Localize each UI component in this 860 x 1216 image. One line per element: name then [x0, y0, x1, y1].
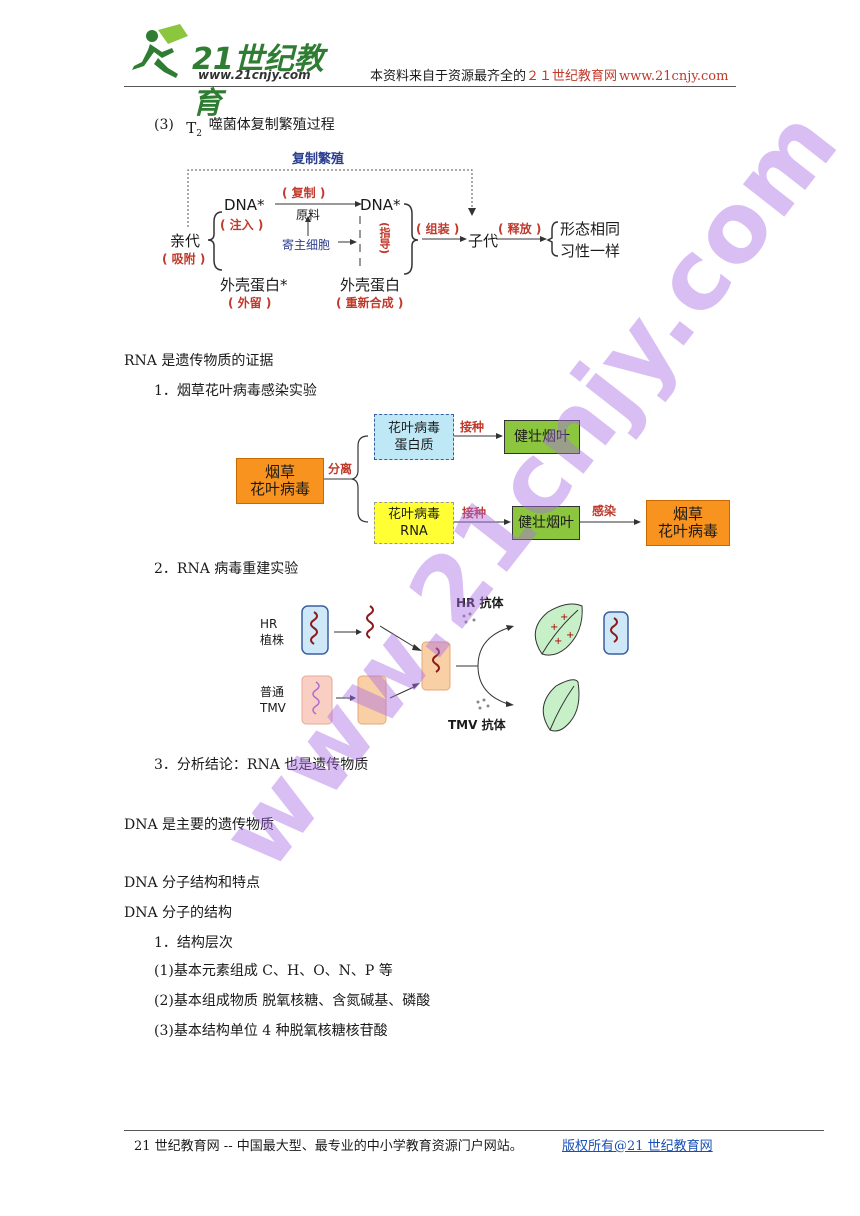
exp2-title: 2．RNA 病毒重建实验: [154, 561, 299, 577]
rna-evidence-title: RNA 是遗传物质的证据: [124, 353, 274, 369]
level-item-1: (1)基本元素组成 C、H、O、N、P 等: [154, 963, 393, 979]
tagline-url: www.21cnjy.com: [619, 69, 729, 84]
tmv-antibody-label: TMV 抗体: [448, 718, 506, 732]
exp2-graphics: ++++: [301, 603, 629, 732]
tmv-infection-diagram: 烟草 花叶病毒 分离 花叶病毒 蛋白质 接种 健壮烟叶 花叶病毒 RNA 接种 …: [236, 412, 736, 552]
rna-reconstruction-diagram: ++++ HR 植株 普通 TMV HR 抗体 TMV 抗体: [256, 590, 646, 740]
dna-structure-subtitle: DNA 分子的结构: [124, 905, 233, 921]
inoculate-label-2: 接种: [462, 506, 487, 520]
t2-diagram-lines: [187, 169, 559, 275]
same-form-label: 形态相同: [560, 220, 621, 238]
footer-copyright-link[interactable]: 版权所有@21 世纪教育网: [562, 1139, 713, 1154]
release-label: ( 释放 ): [498, 222, 542, 236]
tmv-source-box: 烟草 花叶病毒: [236, 458, 324, 504]
coat-protein-1-label: 外壳蛋白*: [220, 276, 288, 294]
protein-box: 花叶病毒 蛋白质: [374, 414, 454, 460]
exp1-title: 1．烟草花叶病毒感染实验: [154, 383, 317, 399]
infect-label: 感染: [592, 504, 617, 518]
t2-title: 噬菌体复制繁殖过程: [208, 117, 335, 133]
footer-divider: [124, 1130, 824, 1131]
logo-url: www.21cnjy.com: [198, 68, 311, 82]
healthy-leaf-box-1: 健壮烟叶: [504, 420, 580, 454]
resynth-label: ( 重新合成 ): [336, 296, 404, 310]
exp1-lines: [322, 433, 641, 525]
header-divider: [124, 86, 736, 87]
hr-plant-label: HR 植株: [260, 617, 285, 647]
inject-label: ( 注入 ): [220, 218, 264, 232]
svg-text:+: +: [566, 630, 574, 641]
guide-label: (指导): [378, 222, 391, 255]
level-item-3: (3)基本结构单位 4 种脱氧核糖核苷酸: [154, 1023, 388, 1039]
rna-box: 花叶病毒 RNA: [374, 502, 454, 544]
coat-protein-2-label: 外壳蛋白: [340, 276, 401, 294]
stay-label: ( 外留 ): [228, 296, 272, 310]
svg-text:+: +: [554, 636, 562, 647]
t2-replication-diagram: 复制繁殖 亲代 ( 吸附 ) DNA* ( 注入 ) ( 复制 ) 原料 寄主细…: [160, 142, 640, 322]
separate-label: 分离: [328, 462, 353, 476]
dna-structure-title: DNA 分子结构和特点: [124, 875, 261, 891]
footer-left: 21 世纪教育网 -- 中国最大型、最专业的中小学教育资源门户网站。: [134, 1139, 523, 1154]
tmv-label: 普通 TMV: [260, 685, 286, 715]
parent-label: 亲代: [170, 232, 201, 250]
replicate-label: ( 复制 ): [282, 186, 326, 200]
same-habit-label: 习性一样: [560, 242, 621, 260]
assemble-label: ( 组装 ): [416, 222, 460, 236]
runner-logo-icon: [132, 24, 188, 78]
t2-label: (3): [154, 117, 174, 133]
dna-star-2-label: DNA*: [360, 196, 401, 214]
healthy-leaf-box-2: 健壮烟叶: [512, 506, 580, 540]
svg-text:+: +: [550, 622, 558, 633]
inoculate-label-1: 接种: [460, 420, 485, 434]
tagline-site: ２１世纪教育网: [526, 69, 618, 84]
svg-text:+: +: [560, 612, 568, 623]
loop-label: 复制繁殖: [292, 152, 345, 167]
logo-main: 21世纪教育: [192, 42, 324, 121]
dna-star-label: DNA*: [224, 196, 265, 214]
raw-material-label: 原料: [296, 208, 321, 222]
levels-title: 1．结构层次: [154, 935, 233, 951]
t2-subscript: 2: [196, 129, 203, 139]
host-cell-label: 寄主细胞: [282, 238, 331, 252]
child-label: 子代: [468, 232, 499, 250]
header-logo: 21世纪教育 www.21cnjy.com: [128, 22, 338, 121]
t2-heading: (3) T 2 噬菌体复制繁殖过程: [154, 116, 335, 139]
tmv-result-box: 烟草 花叶病毒: [646, 500, 730, 546]
tagline-prefix: 本资料来自于资源最齐全的: [370, 69, 527, 84]
level-item-2: (2)基本组成物质 脱氧核糖、含氮碱基、磷酸: [154, 993, 431, 1009]
conclusion-text: 3．分析结论：RNA 也是遗传物质: [154, 757, 369, 773]
adsorb-label: ( 吸附 ): [162, 252, 206, 266]
hr-antibody-label: HR 抗体: [456, 596, 504, 610]
t2-symbol: T: [186, 119, 197, 137]
dna-main-title: DNA 是主要的遗传物质: [124, 817, 275, 833]
